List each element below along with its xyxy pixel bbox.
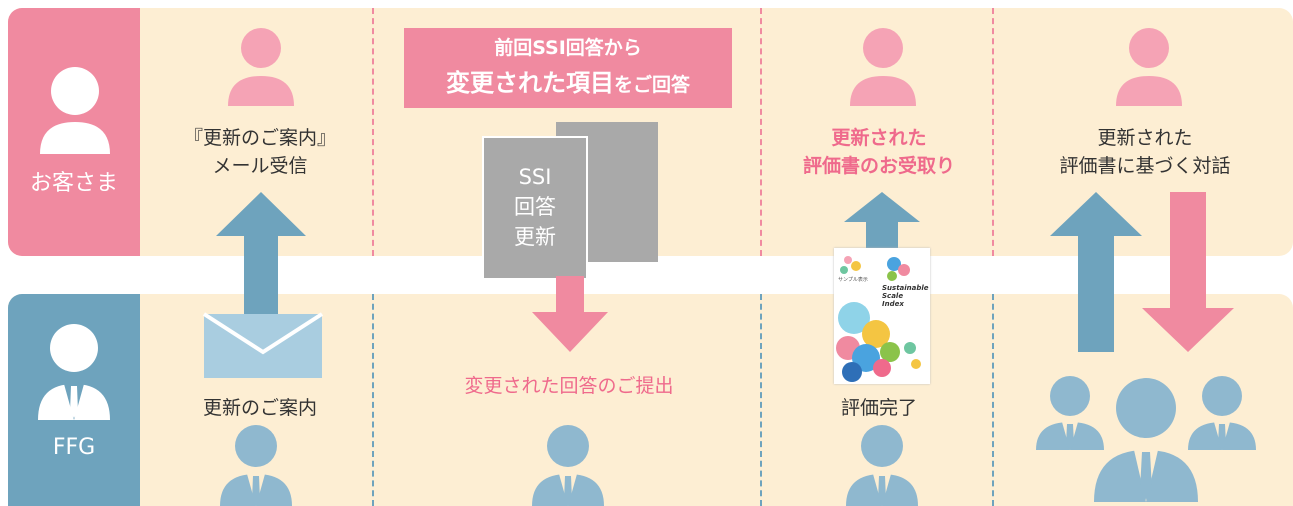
person-icon <box>228 28 294 106</box>
separator-3 <box>992 8 994 256</box>
customer-row-label: お客さま <box>29 171 118 196</box>
pink-down-arrow-dialogue <box>1142 192 1234 352</box>
person-icon <box>1116 28 1182 106</box>
person-icon <box>850 28 916 106</box>
businessman-icon <box>846 425 918 506</box>
answer-ffg-text: 変更された回答のご提出 <box>464 375 674 397</box>
separator-1 <box>372 8 374 256</box>
banner-line-2-rest: をご回答 <box>613 74 690 96</box>
ffg-businessman-icon <box>38 324 110 420</box>
booklet-art <box>836 256 921 382</box>
notice-customer-text: 『更新のご案内』 メール受信 <box>183 127 336 177</box>
separator-5 <box>760 294 762 506</box>
receive-customer-text: 更新された 評価書のお受取り <box>802 127 955 177</box>
customer-person-icon <box>40 67 110 154</box>
notice-ffg-text: 更新のご案内 <box>202 397 317 419</box>
blue-up-arrow-notice <box>216 192 306 332</box>
blue-up-arrow-receive <box>844 192 920 252</box>
blue-up-arrow-dialogue <box>1050 192 1142 352</box>
dialogue-customer-text: 更新された 評価書に基づく対話 <box>1059 127 1231 177</box>
booklet-icon: サンプル表示 Sustainable Scale Index <box>834 248 930 384</box>
businessman-icon <box>532 425 604 506</box>
pink-down-arrow-answer <box>532 276 608 352</box>
envelope-icon <box>202 312 324 378</box>
document-text: SSI 回答 更新 <box>514 165 556 249</box>
receive-ffg-text: 評価完了 <box>840 397 917 419</box>
separator-4 <box>372 294 374 506</box>
document-icon <box>482 136 588 280</box>
booklet-small-label: サンプル表示 <box>838 277 868 283</box>
booklet-title: Sustainable Scale Index <box>882 284 929 308</box>
ffg-row-label: FFG <box>52 435 96 460</box>
banner-line-2-bold: 変更された項目 <box>445 69 614 97</box>
separator-6 <box>992 294 994 506</box>
banner-line-2: 変更された項目をご回答 <box>404 66 732 103</box>
separator-2 <box>760 8 762 256</box>
banner-line-1: 前回SSI回答から <box>494 37 642 59</box>
answer-banner: 前回SSI回答から 変更された項目をご回答 <box>404 28 732 108</box>
group-icon <box>1036 376 1256 502</box>
businessman-icon <box>220 425 292 506</box>
